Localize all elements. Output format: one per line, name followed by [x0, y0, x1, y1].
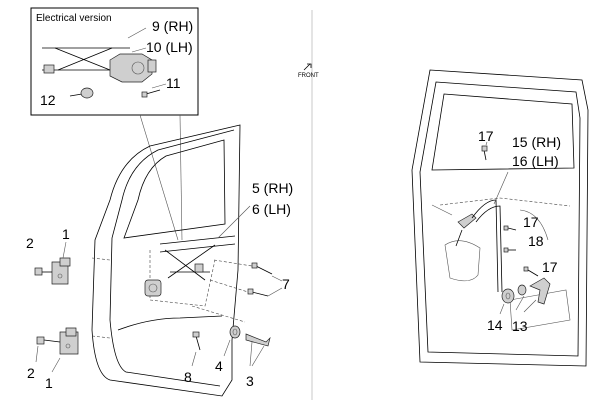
middle-screws: [503, 225, 517, 253]
window-regulator: [144, 205, 251, 297]
label-17-bottom: 17: [542, 259, 558, 275]
lower-hinge: [35, 327, 79, 373]
bottom-parts: [191, 305, 271, 367]
label-11: 11: [166, 75, 181, 91]
label-13: 13: [512, 318, 528, 334]
label-4: 4: [215, 358, 223, 374]
lower-lock-parts: [499, 266, 551, 315]
inner-handle-assembly: [455, 141, 509, 293]
label-16-lh: 16 (LH): [512, 153, 559, 169]
screws-7: [209, 259, 283, 297]
label-8: 8: [184, 369, 192, 385]
label-2-lower: 2: [27, 365, 35, 381]
sliding-door-drawing: [411, 69, 589, 367]
label-12: 12: [40, 92, 56, 108]
label-9-rh: 9 (RH): [152, 18, 193, 34]
label-7: 7: [282, 276, 290, 292]
label-15-rh: 15 (RH): [512, 134, 561, 150]
front-door-drawing: [91, 124, 241, 397]
label-2-upper: 2: [26, 235, 34, 251]
label-14: 14: [487, 317, 503, 333]
label-5-rh: 5 (RH): [252, 180, 293, 196]
front-label: FRONT: [298, 73, 319, 79]
label-17-middle: 17: [523, 214, 539, 230]
label-6-lh: 6 (LH): [252, 201, 291, 217]
front-arrow-icon: [303, 63, 312, 71]
label-3: 3: [246, 373, 254, 389]
label-18: 18: [528, 233, 544, 249]
label-10-lh: 10 (LH): [146, 39, 193, 55]
upper-hinge: [34, 241, 71, 285]
label-17-top: 17: [478, 128, 494, 144]
inset-title: Electrical version: [36, 13, 112, 24]
electrical-version-inset: Electrical version: [30, 7, 199, 116]
label-1-upper: 1: [62, 226, 70, 242]
label-1-lower: 1: [45, 375, 53, 391]
